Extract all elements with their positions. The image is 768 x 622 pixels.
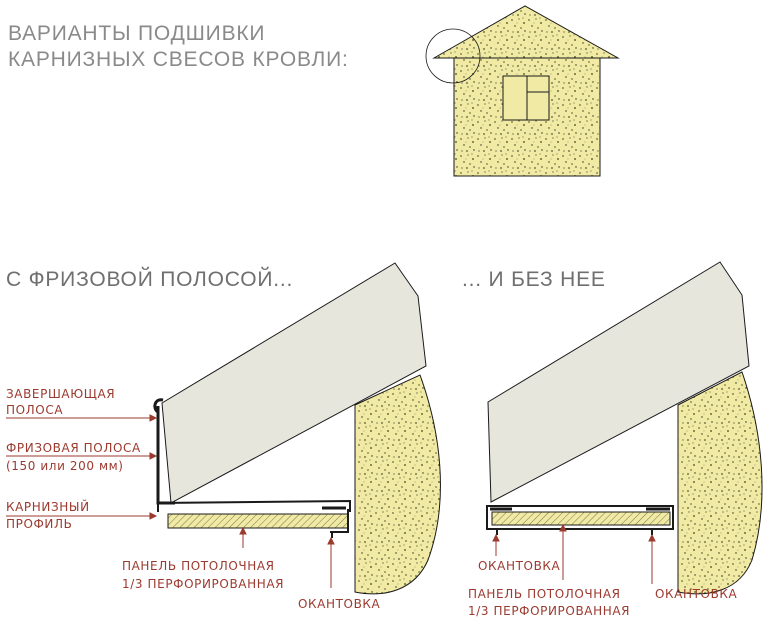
left-ceiling-panel — [167, 513, 349, 529]
left-wall — [354, 374, 441, 595]
title-line-2: КАРНИЗНЫХ СВЕСОВ КРОВЛИ: — [8, 48, 349, 71]
label-finishing-strip-line-1: ЗАВЕРШАЮЩАЯ — [6, 387, 115, 401]
right-heading: ... И БЕЗ НЕЕ — [462, 268, 606, 291]
label-eaves-profile-line-1: КАРНИЗНЫЙ — [6, 499, 90, 514]
left-eaves-profile — [157, 499, 351, 512]
right-edging-left-frame — [486, 505, 674, 530]
left-rafter — [161, 262, 427, 504]
label-panel-line-2: 1/3 ПЕРФОРИРОВАННАЯ — [122, 577, 284, 591]
house-roof — [432, 5, 620, 59]
left-edging-hook — [330, 509, 349, 533]
label-edging-right-diagram-right: ОКАНТОВКА — [655, 587, 738, 601]
label-edging-right-diagram-left: ОКАНТОВКА — [478, 559, 561, 573]
label-frieze-strip-line-2: (150 или 200 мм) — [6, 459, 124, 473]
right-ceiling-panel — [491, 511, 671, 526]
house-eave-highlight — [425, 28, 481, 84]
label-frieze-strip-line-1: ФРИЗОВАЯ ПОЛОСА — [6, 441, 141, 455]
label-panel-right-line-2: 1/3 ПЕРФОРИРОВАННАЯ — [468, 604, 630, 618]
label-edging-left-diagram: ОКАНТОВКА — [298, 597, 381, 611]
right-leader-lines — [492, 523, 656, 584]
right-wall — [677, 371, 763, 595]
right-rafter — [487, 261, 750, 503]
right-section-diagram — [486, 261, 763, 595]
label-panel-right-line-1: ПАНЕЛЬ ПОТОЛОЧНАЯ — [468, 587, 621, 601]
left-heading: С ФРИЗОВОЙ ПОЛОСОЙ... — [6, 267, 293, 291]
house-window — [502, 75, 550, 121]
label-panel-line-1: ПАНЕЛЬ ПОТОЛОЧНАЯ — [122, 559, 275, 573]
label-finishing-strip-line-2: ПОЛОСА — [6, 403, 63, 417]
house-icon — [425, 5, 620, 177]
title-line-1: ВАРИАНТЫ ПОДШИВКИ — [8, 22, 265, 45]
left-finishing-strip — [153, 398, 164, 414]
left-leader-lines — [6, 414, 335, 588]
left-section-diagram — [153, 262, 441, 595]
label-eaves-profile-line-2: ПРОФИЛЬ — [6, 517, 72, 531]
